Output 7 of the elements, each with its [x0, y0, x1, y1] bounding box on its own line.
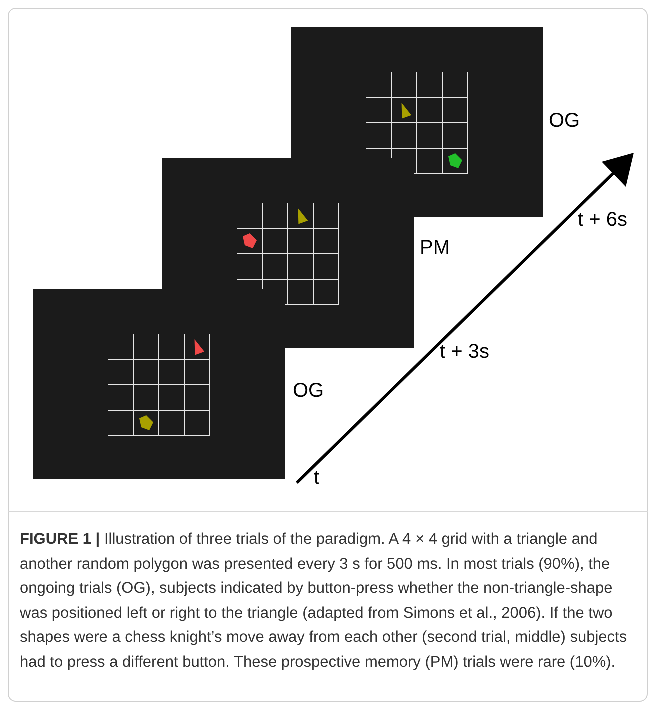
- time-label: PM: [420, 238, 450, 258]
- time-label: t + 3s: [440, 342, 490, 362]
- figure-caption: FIGURE 1 | Illustration of three trials of the paradigm. A 4 × 4 grid with a triangle and another random polygon was presented every 3 s for 500 ms. In most trials (90%), the ongoing trials (OG), subjects indicated by button-press whether the non-triangle-shape was positioned left or right to the triangle (adapted from Simons et al., 2006). If the two shapes were a chess knight’s move away from each other (second trial, middle) subjects had to press a different button. These prospective memory (PM) trials were rare (10%).: [20, 530, 628, 672]
- time-label: OG: [549, 111, 580, 131]
- time-label: t: [314, 468, 320, 488]
- time-label: t + 6s: [578, 210, 628, 230]
- time-label: OG: [293, 381, 324, 401]
